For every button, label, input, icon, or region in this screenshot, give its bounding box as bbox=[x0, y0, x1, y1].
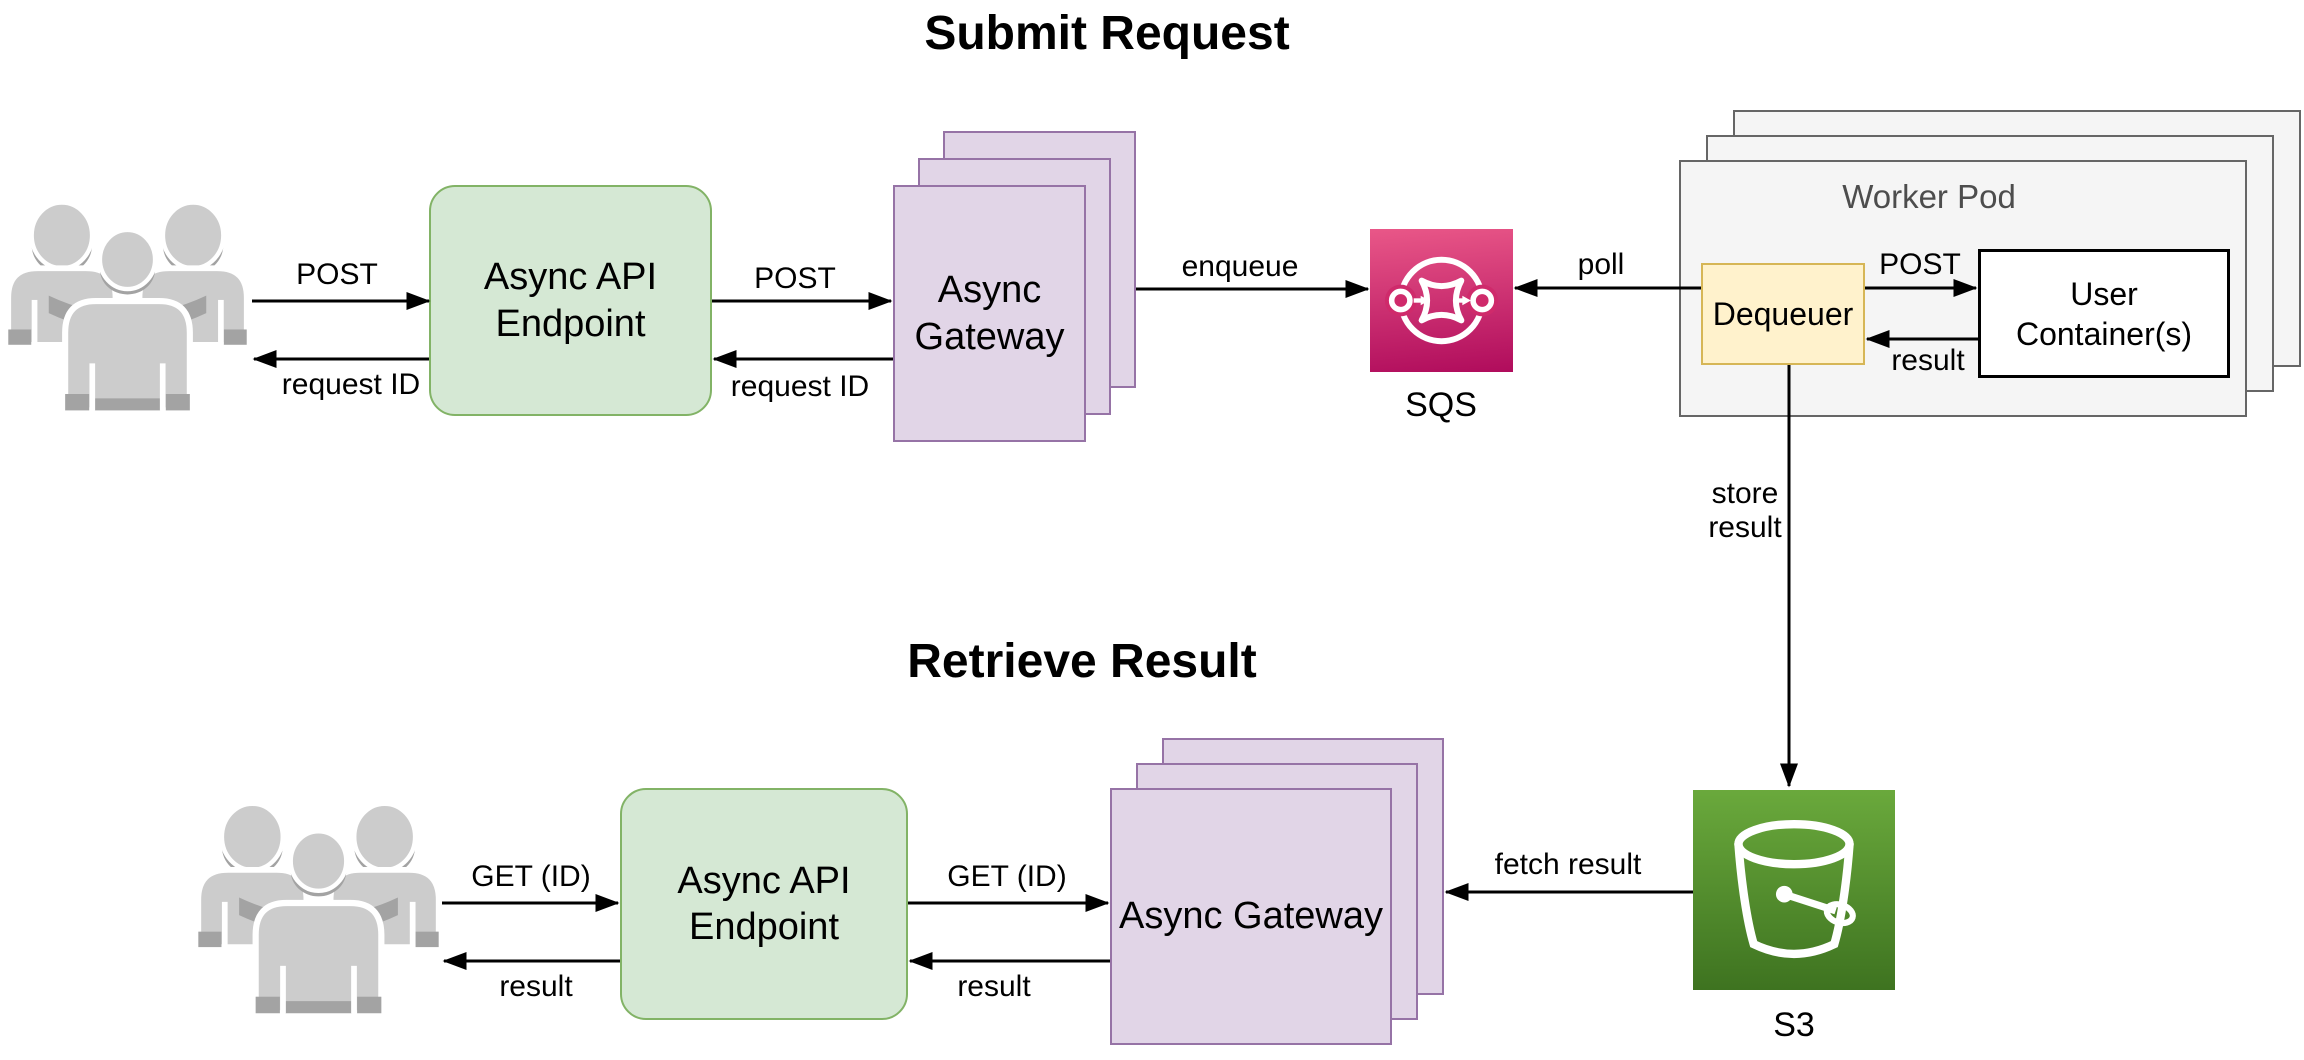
async-api-endpoint-node-submit: Async API Endpoint bbox=[429, 185, 712, 416]
fetch-result-label: fetch result bbox=[1494, 848, 1642, 881]
result-label-3: result bbox=[957, 970, 1031, 1003]
sqs-queue-glyph bbox=[1384, 256, 1499, 345]
s3-icon bbox=[1693, 790, 1895, 990]
enqueue-label: enqueue bbox=[1181, 250, 1299, 283]
worker-pod-title: Worker Pod bbox=[1842, 178, 2016, 215]
async-gateway-node-submit: Async Gateway bbox=[893, 185, 1086, 442]
async-api-endpoint-node-retrieve: Async API Endpoint bbox=[620, 788, 908, 1020]
async-gateway-node-retrieve: Async Gateway bbox=[1110, 788, 1392, 1045]
store-result-label: store result bbox=[1708, 477, 1782, 544]
request-id-label-2: request ID bbox=[730, 370, 870, 403]
users-group-icon-retrieve bbox=[195, 801, 442, 1017]
post-label-3: POST bbox=[1879, 248, 1961, 281]
async-api-endpoint-label: Async API Endpoint bbox=[483, 256, 658, 345]
submit-request-title: Submit Request bbox=[924, 7, 1290, 60]
users-group-icon bbox=[5, 200, 250, 414]
post-label-1: POST bbox=[296, 258, 378, 291]
get-id-label-2: GET (ID) bbox=[947, 860, 1067, 893]
result-label-1: result bbox=[1891, 344, 1965, 377]
post-label-2: POST bbox=[754, 262, 836, 295]
dequeuer-node: Dequeuer bbox=[1701, 263, 1865, 365]
user-containers-label: User Container(s) bbox=[2015, 275, 2193, 352]
retrieve-result-title: Retrieve Result bbox=[907, 635, 1257, 688]
async-gateway-label: Async Gateway bbox=[914, 269, 1065, 358]
sqs-icon bbox=[1370, 229, 1513, 372]
s3-label: S3 bbox=[1773, 1006, 1815, 1044]
get-id-label-1: GET (ID) bbox=[471, 860, 591, 893]
result-label-2: result bbox=[499, 970, 573, 1003]
s3-bucket-glyph bbox=[1734, 820, 1856, 959]
dequeuer-label: Dequeuer bbox=[1712, 295, 1854, 332]
async-gateway-label-retrieve: Async Gateway bbox=[1119, 895, 1383, 938]
request-id-label-1: request ID bbox=[281, 368, 421, 401]
async-api-endpoint-label-retrieve: Async API Endpoint bbox=[677, 859, 851, 948]
user-containers-node: User Container(s) bbox=[1978, 249, 2230, 378]
poll-label: poll bbox=[1577, 248, 1625, 281]
sqs-label: SQS bbox=[1405, 386, 1477, 424]
